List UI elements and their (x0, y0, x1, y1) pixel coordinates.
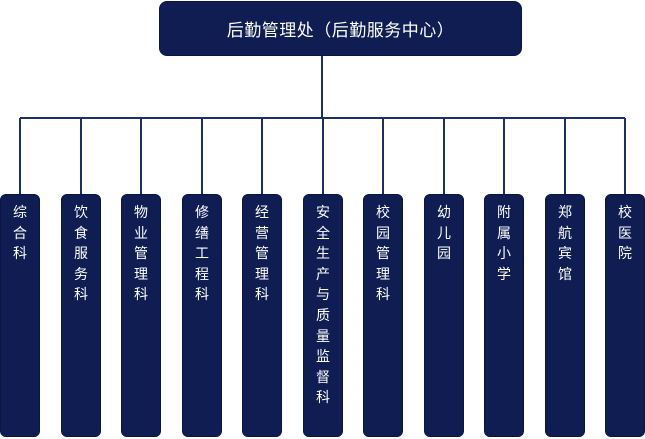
department-label: 郑航宾馆 (558, 205, 572, 283)
department-node: 校园管理科 (363, 194, 403, 437)
department-label: 校医院 (618, 205, 632, 263)
department-label: 饮食服务科 (74, 205, 88, 304)
department-node: 饮食服务科 (61, 194, 101, 437)
drop-lines (19, 118, 626, 194)
department-node: 修缮工程科 (182, 194, 222, 437)
department-label: 安全生产与质量监督科 (316, 205, 330, 407)
department-node: 经营管理科 (242, 194, 282, 437)
root-node: 后勤管理处（后勤服务中心） (159, 1, 522, 56)
department-label: 修缮工程科 (195, 205, 209, 304)
department-label: 综合科 (13, 205, 27, 263)
department-node: 幼儿园 (424, 194, 464, 437)
root-node-label: 后勤管理处（后勤服务中心） (226, 21, 455, 41)
department-label: 幼儿园 (437, 205, 451, 263)
department-node: 郑航宾馆 (545, 194, 585, 437)
department-label: 校园管理科 (376, 205, 390, 304)
department-node: 物业管理科 (121, 194, 161, 437)
department-node: 安全生产与质量监督科 (303, 194, 343, 437)
department-label: 物业管理科 (134, 205, 148, 304)
department-label: 经营管理科 (255, 205, 269, 304)
department-node: 附属小学 (484, 194, 524, 437)
department-label: 附属小学 (497, 205, 511, 283)
department-node: 综合科 (0, 194, 40, 437)
department-node: 校医院 (605, 194, 645, 437)
